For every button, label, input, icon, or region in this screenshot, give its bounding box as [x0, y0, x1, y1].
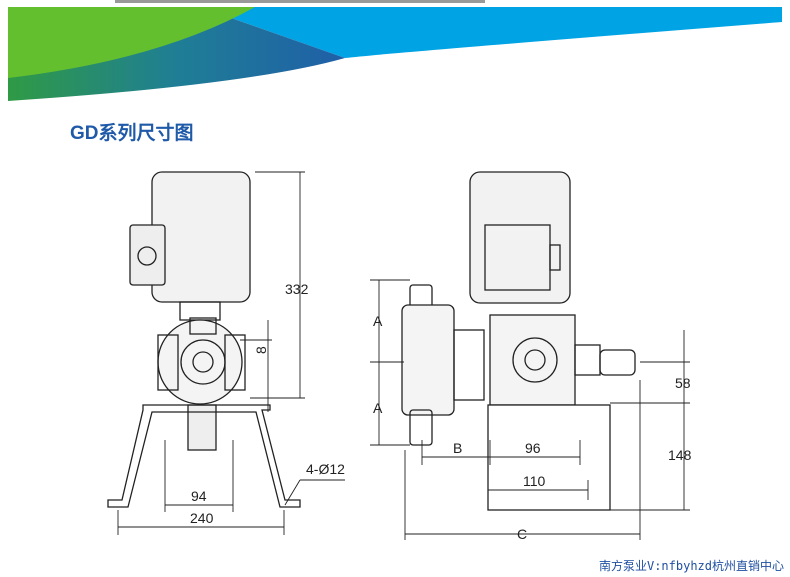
- dim-148-label: 148: [668, 447, 692, 463]
- banner-green: [8, 7, 255, 78]
- top-scrollbar: [115, 0, 485, 3]
- dim-a1-label: A: [373, 313, 383, 329]
- junction-box: [129, 224, 166, 286]
- watermark: 南方泵业V:nfbyhzd杭州直销中心: [598, 559, 784, 573]
- diaphragm-unit: [401, 304, 455, 416]
- left-view: [107, 171, 301, 508]
- dim-58-label: 58: [675, 375, 691, 391]
- dim-96-label: 96: [525, 440, 541, 456]
- motor: [469, 171, 571, 304]
- dim-a2-label: A: [373, 400, 383, 416]
- dim-c-label: C: [517, 526, 527, 542]
- dim-inner-label: 94: [191, 488, 207, 504]
- page-title: GD系列尺寸图: [70, 123, 194, 144]
- dim-offset-label: 8: [253, 346, 269, 354]
- left-dimensions: [117, 171, 345, 535]
- pump-head: [157, 319, 243, 405]
- base-stand: [107, 404, 301, 508]
- dim-110-label: 110: [523, 473, 546, 489]
- pump-head: [512, 337, 558, 383]
- dim-b-label: B: [453, 440, 462, 456]
- right-dimensions: [370, 279, 690, 540]
- motor: [151, 171, 251, 303]
- cable-gland: [137, 246, 157, 266]
- dim-holes-label: 4-Ø12: [306, 461, 345, 477]
- right-view: [401, 171, 636, 511]
- dim-width-label: 240: [190, 510, 214, 526]
- dim-height-label: 332: [285, 281, 309, 297]
- base-box: [487, 404, 611, 511]
- header-banner: [8, 7, 782, 101]
